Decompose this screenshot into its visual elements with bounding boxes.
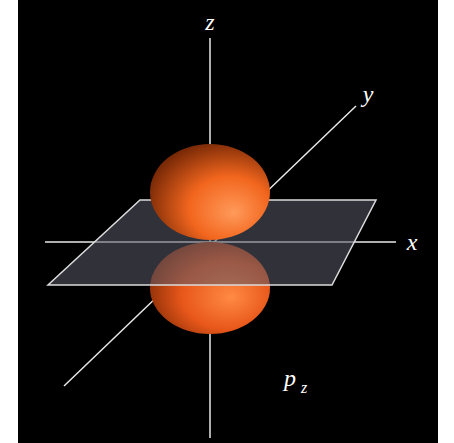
axis-label: x xyxy=(407,230,418,254)
orbital-label: p xyxy=(284,366,296,390)
upper-lobe xyxy=(150,144,270,240)
orbital-subscript: z xyxy=(301,380,307,396)
background xyxy=(18,0,438,443)
axis-label: y xyxy=(363,82,374,106)
axis-label: z xyxy=(205,10,214,34)
